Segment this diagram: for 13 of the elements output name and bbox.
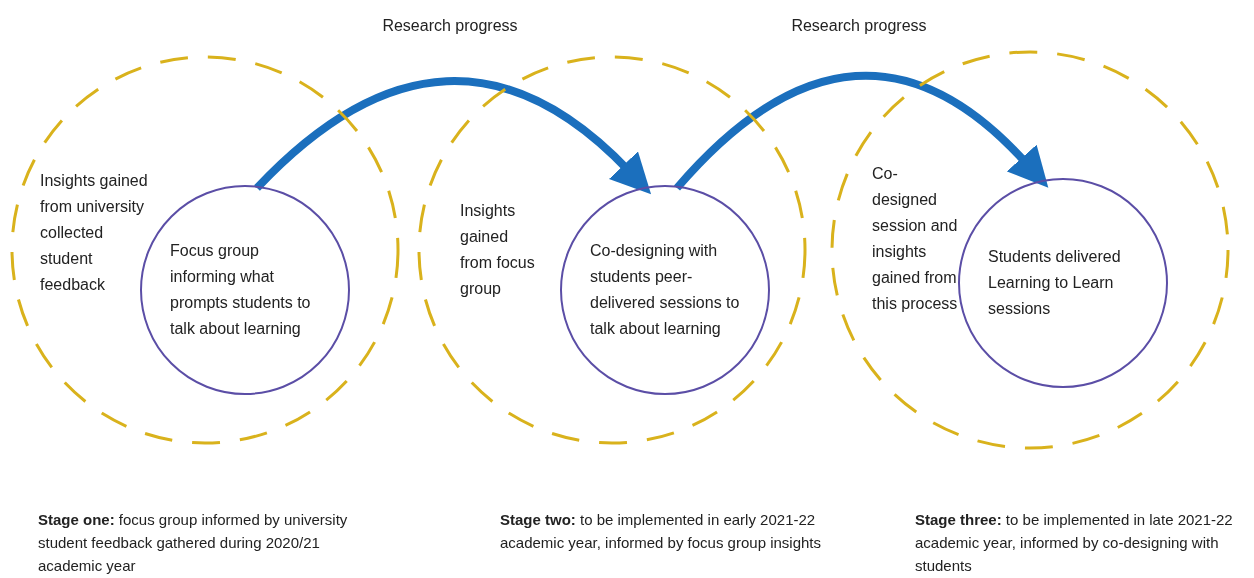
stage-caption: Stage one: focus group informed by university student feedback gathered during 2020/21 academic year — [38, 510, 349, 576]
node-text: Co-designed session and insights gained from this process — [872, 165, 958, 312]
curved-arrow — [254, 77, 653, 194]
edge-label: Research progress — [382, 17, 518, 35]
stage-caption: Stage two: to be implemented in early 2021-22 academic year, informed by focus group insights — [500, 510, 822, 553]
node-text: Insights gained from focus group — [460, 202, 535, 297]
node-text: Students delivered Learning to Learn sessions — [988, 247, 1122, 319]
node-text: Co-designing with students peer-delivered sessions to talk about learning — [590, 241, 740, 339]
node-text: Focus group informing what prompts students to talk about learning — [170, 241, 312, 339]
stage-caption: Stage three: to be implemented in late 2021-22 academic year, informed by co-designing with students — [915, 510, 1234, 576]
curved-arrow — [674, 72, 1050, 191]
edge-label: Research progress — [791, 17, 927, 35]
node-text: Insights gained from university collected student feedback — [40, 172, 148, 293]
